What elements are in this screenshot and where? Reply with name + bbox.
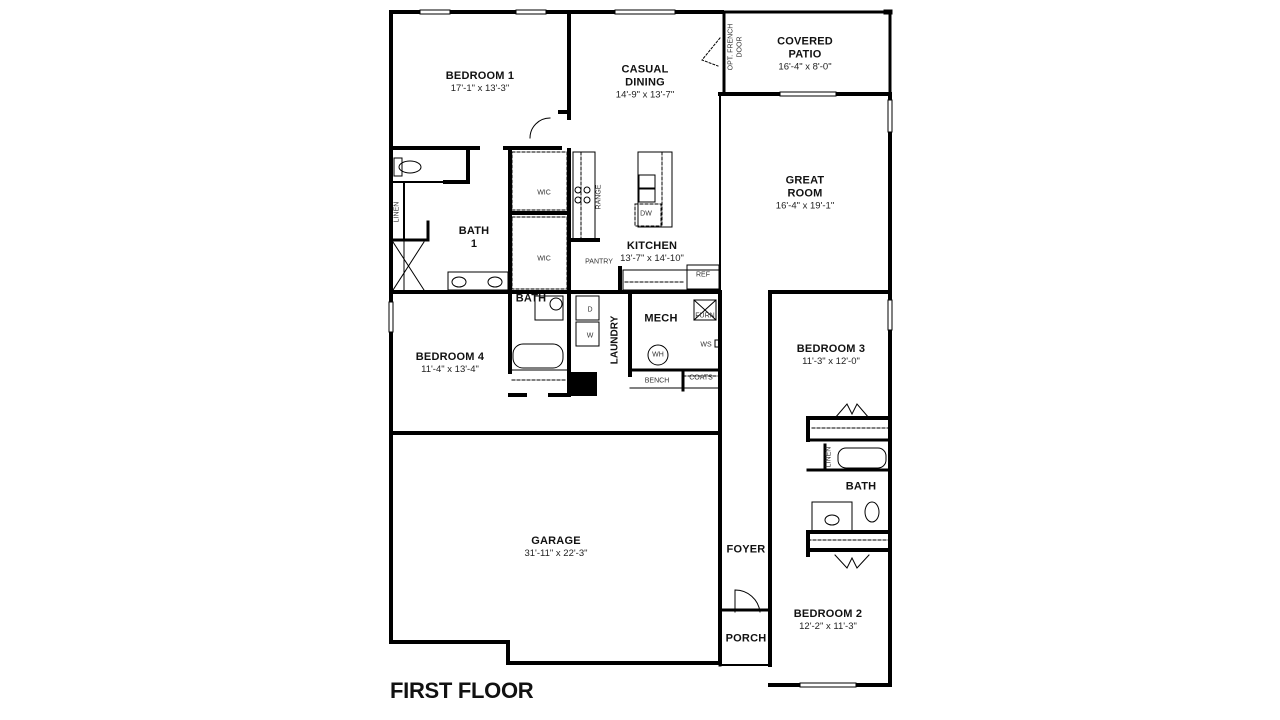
opt-french-door-label-line1: OPT. FRENCH: [727, 23, 735, 71]
room-name: FOYER: [726, 543, 766, 556]
range-label: RANGE: [595, 184, 603, 210]
room-name: BATH: [845, 480, 877, 493]
linen-label-right: LINEN: [825, 446, 833, 468]
room-dimensions: 13'-7" x 14'-10": [620, 253, 684, 264]
room-name: BEDROOM 2: [793, 608, 863, 620]
room-garage: GARAGE 31'-11" x 22'-3": [524, 535, 587, 559]
room-name-line2: DINING: [625, 76, 665, 89]
room-dimensions: 12'-2" x 11'-3": [799, 621, 857, 632]
room-bath-1: BATH 1: [459, 225, 490, 251]
room-name-line1: CASUAL: [621, 63, 669, 76]
room-bedroom-1: BEDROOM 1 17'-1" x 13'-3": [446, 70, 514, 94]
bench-label: BENCH: [644, 377, 670, 385]
room-bedroom-3: BEDROOM 3 11'-3" x 12'-0": [797, 343, 865, 367]
room-bedroom-2: BEDROOM 2 12'-2" x 11'-3": [794, 608, 862, 632]
room-laundry: LAUNDRY: [609, 315, 621, 365]
room-casual-dining: CASUAL DINING 14'-9" x 13'-7": [616, 64, 674, 101]
room-dimensions: 11'-3" x 12'-0": [802, 356, 860, 367]
floor-title: FIRST FLOOR: [390, 678, 534, 703]
room-name: GARAGE: [531, 535, 581, 547]
room-dimensions: 14'-9" x 13'-7": [615, 89, 675, 101]
water-heater-label: WH: [652, 351, 664, 359]
opt-french-door-label-line2: DOOR: [736, 36, 744, 58]
room-name-line1: BATH: [458, 225, 490, 237]
room-dimensions: 31'-11" x 22'-3": [524, 548, 588, 559]
room-name-line1: GREAT: [785, 174, 825, 187]
dryer-label: D: [587, 306, 593, 314]
room-name: MECH: [644, 312, 678, 325]
room-name: BEDROOM 3: [796, 343, 866, 355]
room-dimensions: 16'-4" x 8'-0": [778, 61, 832, 73]
wic-label-top: WIC: [537, 189, 551, 197]
room-dimensions: 17'-1" x 13'-3": [450, 83, 510, 94]
room-covered-patio: COVERED PATIO 16'-4" x 8'-0": [777, 36, 833, 73]
furnace-label: FURN: [695, 312, 715, 320]
room-bedroom-4: BEDROOM 4 11'-4" x 13'-4": [416, 351, 484, 375]
linen-label-left: LINEN: [393, 201, 401, 223]
room-porch: PORCH: [726, 633, 767, 646]
room-foyer: FOYER: [727, 544, 766, 557]
dishwasher-label: DW: [640, 210, 652, 218]
room-dimensions: 11'-4" x 13'-4": [421, 364, 479, 375]
wic-label-bottom: WIC: [537, 255, 551, 263]
room-bath-right: BATH: [846, 481, 877, 494]
refrigerator-label: REF: [696, 271, 710, 279]
room-bath-hall: BATH: [516, 293, 547, 306]
room-name: BATH: [515, 292, 547, 305]
room-name: PORCH: [725, 632, 767, 645]
room-great-room: GREAT ROOM 16'-4" x 19'-1": [776, 175, 834, 212]
room-name: KITCHEN: [626, 240, 678, 252]
room-name: BEDROOM 4: [415, 351, 485, 363]
pantry-label: PANTRY: [585, 258, 613, 266]
room-name-line2: ROOM: [787, 187, 823, 200]
water-softener-label: WS: [700, 341, 712, 349]
room-dimensions: 16'-4" x 19'-1": [775, 200, 835, 212]
washer-label: W: [586, 332, 594, 340]
room-name-line2: PATIO: [788, 48, 822, 61]
room-name: BEDROOM 1: [445, 70, 515, 82]
room-name-line1: COVERED: [777, 35, 833, 48]
room-kitchen: KITCHEN 13'-7" x 14'-10": [620, 240, 684, 264]
coats-label: COATS: [689, 374, 713, 382]
room-name-line2: 1: [470, 238, 478, 250]
room-mech: MECH: [644, 313, 677, 326]
